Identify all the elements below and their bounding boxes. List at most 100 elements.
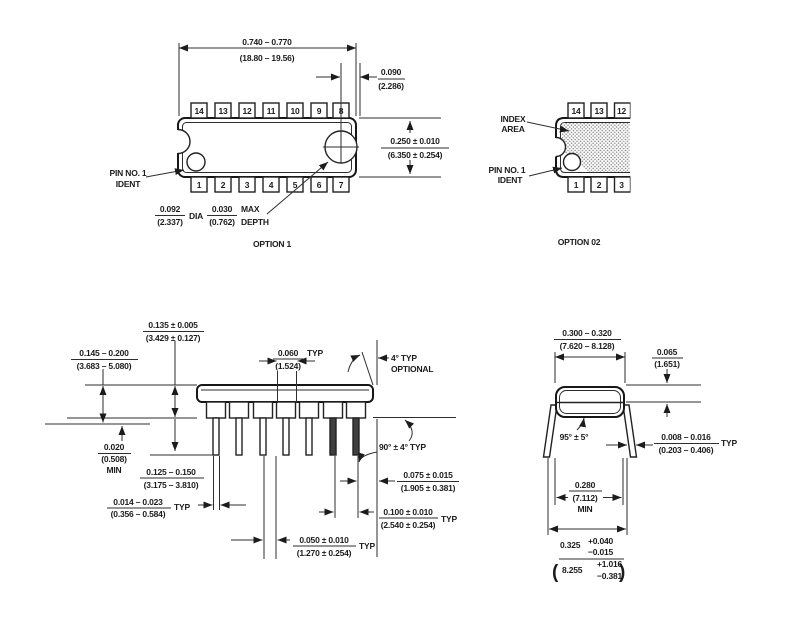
pin1-ident-text1: PIN NO. 1	[489, 165, 526, 175]
dim-offset-in: 0.090	[381, 67, 402, 77]
dim-width-in: 0.740 – 0.770	[242, 37, 292, 47]
dim-width: 0.740 – 0.770 (18.80 – 19.56)	[178, 37, 357, 116]
angle-text: 90° ± 4° TYP	[379, 442, 426, 452]
pin1-ident-label: PIN NO. 1 IDENT	[489, 165, 563, 185]
index-area-text1: INDEX	[501, 114, 527, 124]
dim-in: 0.060	[278, 348, 299, 358]
dim-mm: (2.540 ± 0.254)	[381, 520, 436, 530]
pin-number: 1	[574, 180, 579, 190]
dim-mm: (0.356 – 0.584)	[111, 509, 166, 519]
pin-number: 2	[597, 180, 602, 190]
dim-in: 0.100 ± 0.010	[383, 507, 433, 517]
pin-number: 3	[245, 180, 250, 190]
index-area-text2: AREA	[501, 124, 524, 134]
pin1-ident-text2: IDENT	[498, 175, 524, 185]
option2-caption: OPTION 02	[558, 237, 601, 247]
dim-mm: (0.508)	[101, 454, 127, 464]
dim-top-cap: 0.065 (1.651)	[626, 347, 701, 417]
pin-number: 14	[571, 106, 581, 116]
dim-in-minus: −0.015	[588, 547, 614, 557]
pin-number: 1	[197, 180, 202, 190]
dim-standoff: 0.020 (0.508) MIN	[98, 426, 131, 475]
dim-body-thickness: 0.135 ± 0.005 (3.429 ± 0.127)	[143, 320, 204, 417]
side-body-outline	[196, 384, 374, 403]
angle-text: 95° ± 5°	[560, 432, 590, 442]
dim-suffix: TYP	[307, 348, 323, 358]
dim-mm-minus: −0.381	[597, 571, 623, 581]
dim-in: 0.065	[657, 347, 678, 357]
dim-offset-mm: (2.286)	[378, 81, 404, 91]
dim-in: 0.125 – 0.150	[146, 467, 196, 477]
dim-body-width: 0.300 – 0.320 (7.620 – 8.128)	[554, 328, 626, 383]
angle-text1: 4° TYP	[391, 353, 417, 363]
pins-top: 14 13 12	[567, 102, 631, 119]
dim-mm: (3.683 – 5.080)	[77, 361, 132, 371]
dim-mm: (3.429 ± 0.127)	[146, 333, 201, 343]
dim-mm-paren-close: )	[619, 562, 625, 583]
dim-mm: (1.651)	[654, 359, 680, 369]
pins-top: 14 13 12 11 10 9 8	[190, 102, 350, 119]
dim-suffix: MIN	[107, 465, 122, 475]
dim-in-base: 0.325	[560, 540, 581, 550]
dim-shoulder-width: 0.060 (1.524) TYP	[259, 348, 324, 403]
pin1-ident-label: PIN NO. 1 IDENT	[110, 168, 185, 189]
dim-body-height: 0.250 ± 0.010 (6.350 ± 0.254)	[359, 117, 453, 178]
pin1-ident-text1: PIN NO. 1	[110, 168, 147, 178]
dim-in-plus: +0.040	[588, 536, 614, 546]
pin-number: 14	[194, 106, 204, 116]
dim-suffix: TYP	[359, 541, 375, 551]
dim-span-inner: 0.280 (7.112) MIN	[554, 458, 624, 514]
dim-lead-thickness: 0.014 – 0.023 (0.356 – 0.584) TYP	[107, 456, 246, 519]
dim-pitch: 0.100 ± 0.010 (2.540 ± 0.254) TYP	[319, 507, 458, 530]
pin1-end-notch	[176, 125, 191, 170]
pin1-leader-arrow	[145, 168, 185, 178]
left-lead	[542, 404, 558, 458]
dim-in: 0.145 – 0.200	[79, 348, 129, 358]
pin1-ident-dot	[186, 152, 206, 172]
dimple-dim-labels: 0.092 (2.337) DIA 0.030 (0.762) MAX DEPT…	[155, 161, 329, 227]
dim-in: 0.020	[104, 442, 125, 452]
dim-mm-base: 8.255	[562, 565, 583, 575]
dim-mm: (0.203 – 0.406)	[659, 445, 714, 455]
dim-lead-angle: 90° ± 4° TYP	[358, 419, 427, 463]
dim-in: 0.135 ± 0.005	[148, 320, 198, 330]
pins-bottom: 1 2 3 4 5 6 7	[190, 176, 350, 193]
dim-mm: (1.270 ± 0.254)	[297, 548, 352, 558]
dim-in: 0.300 – 0.320	[562, 328, 612, 338]
dim-in: 0.014 – 0.023	[113, 497, 163, 507]
angle-text2: OPTIONAL	[391, 364, 433, 374]
dim-in: 0.075 ± 0.015	[403, 470, 453, 480]
pin-number: 2	[221, 180, 226, 190]
dim-suffix: MIN	[578, 504, 593, 514]
dim-height-in: 0.250 ± 0.010	[390, 136, 440, 146]
pin1-ident-text2: IDENT	[116, 179, 142, 189]
pins-bottom: 1 2 3	[567, 176, 631, 193]
index-area-label: INDEX AREA	[501, 114, 527, 134]
dim-half-pitch: 0.050 ± 0.010 (1.270 ± 0.254) TYP	[231, 535, 376, 558]
dimple-depth-in: 0.030	[212, 204, 233, 214]
dimple-depth-suffix2: DEPTH	[241, 217, 269, 227]
dim-suffix: TYP	[721, 438, 737, 448]
pin-number: 9	[317, 106, 322, 116]
pin1-end-notch	[554, 126, 567, 169]
dim-mm: (3.175 – 3.810)	[144, 480, 199, 490]
figure-end-view: 0.300 – 0.320 (7.620 – 8.128) 0.065 (1.6…	[542, 328, 738, 583]
pin-number: 12	[617, 106, 627, 116]
pin-number: 5	[293, 180, 298, 190]
dim-mm-plus: +1.016	[597, 559, 623, 569]
dimple-leader-arrow	[266, 161, 329, 215]
dim-end-lead: 0.075 ± 0.015 (1.905 ± 0.381)	[340, 470, 459, 493]
lead-centerlines-right	[334, 456, 359, 518]
pin1-leader-arrow	[528, 166, 563, 177]
figure-option1: 14 13 12 11 10 9 8 1 2 3 4 5 6 7 0.740 –…	[110, 37, 453, 249]
figure-option2: 14 13 12 1 2 3 INDEX AREA PIN NO. 1 IDEN…	[489, 102, 631, 247]
dimple-dia-mm: (2.337)	[157, 217, 183, 227]
dim-mm: (1.524)	[275, 361, 301, 371]
pin-number: 13	[594, 106, 604, 116]
right-lead	[622, 404, 638, 458]
pin-number: 6	[317, 180, 322, 190]
dim-height-mm: (6.350 ± 0.254)	[388, 150, 443, 160]
dim-width-mm: (18.80 – 19.56)	[240, 53, 295, 63]
